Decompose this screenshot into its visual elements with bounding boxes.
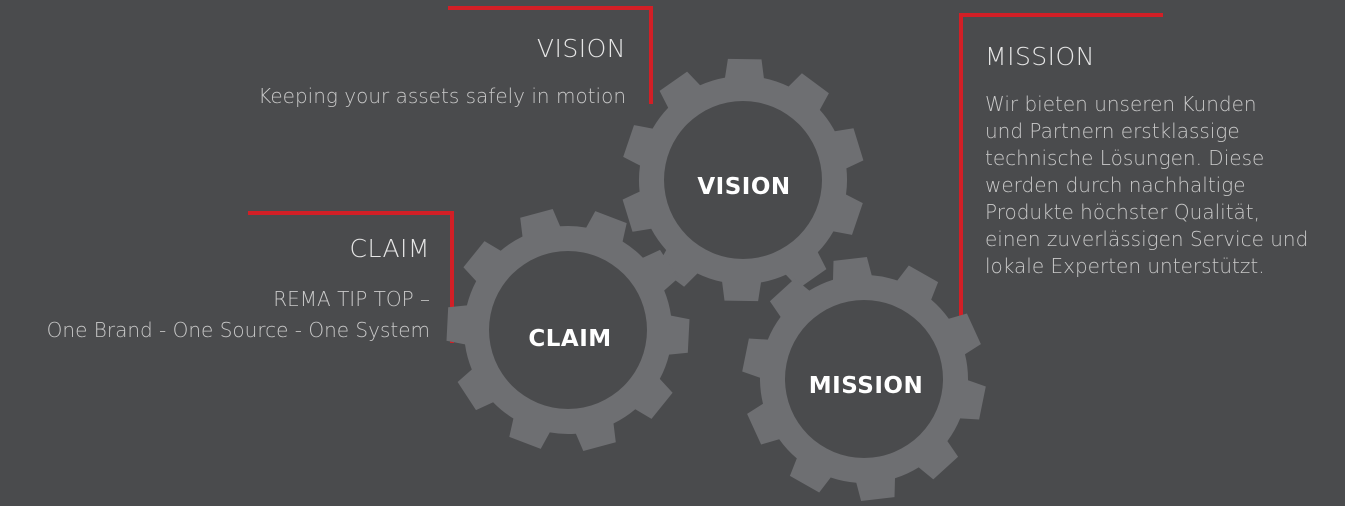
mission-connector-line: [959, 13, 1163, 318]
mission-text-line: Wir bieten unseren Kunden: [985, 92, 1257, 116]
mission-text: Wir bieten unseren Kunden und Partnern e…: [985, 91, 1308, 280]
mission-text-line: und Partnern erstklassige: [985, 119, 1240, 143]
mission-text-line: einen zuverlässigen Service und: [985, 227, 1309, 251]
claim-connector-line: [248, 211, 454, 343]
mission-text-line: lokale Experten unterstützt.: [985, 254, 1265, 278]
mission-gear-icon: [742, 257, 986, 501]
mission-text-line: Produkte höchster Qualität,: [985, 200, 1260, 224]
mission-gear-label: MISSION: [809, 373, 923, 399]
claim-gear-icon: [446, 209, 690, 451]
vision-connector-line: [448, 6, 653, 104]
vision-gear-icon: [622, 58, 864, 302]
vision-gear-label: VISION: [697, 174, 790, 200]
vision-heading: VISION: [536, 34, 626, 63]
vision-text: Keeping your assets safely in motion: [258, 84, 626, 108]
mission-text-line: technische Lösungen. Diese: [985, 146, 1265, 170]
mission-heading: MISSION: [985, 42, 1095, 71]
claim-text-line1: REMA TIP TOP –: [273, 287, 430, 311]
mission-text-line: werden durch nachhaltige: [985, 173, 1246, 197]
claim-gear-label: CLAIM: [528, 326, 611, 352]
claim-text-line2: One Brand - One Source - One System: [46, 318, 430, 342]
claim-heading: CLAIM: [349, 234, 430, 263]
